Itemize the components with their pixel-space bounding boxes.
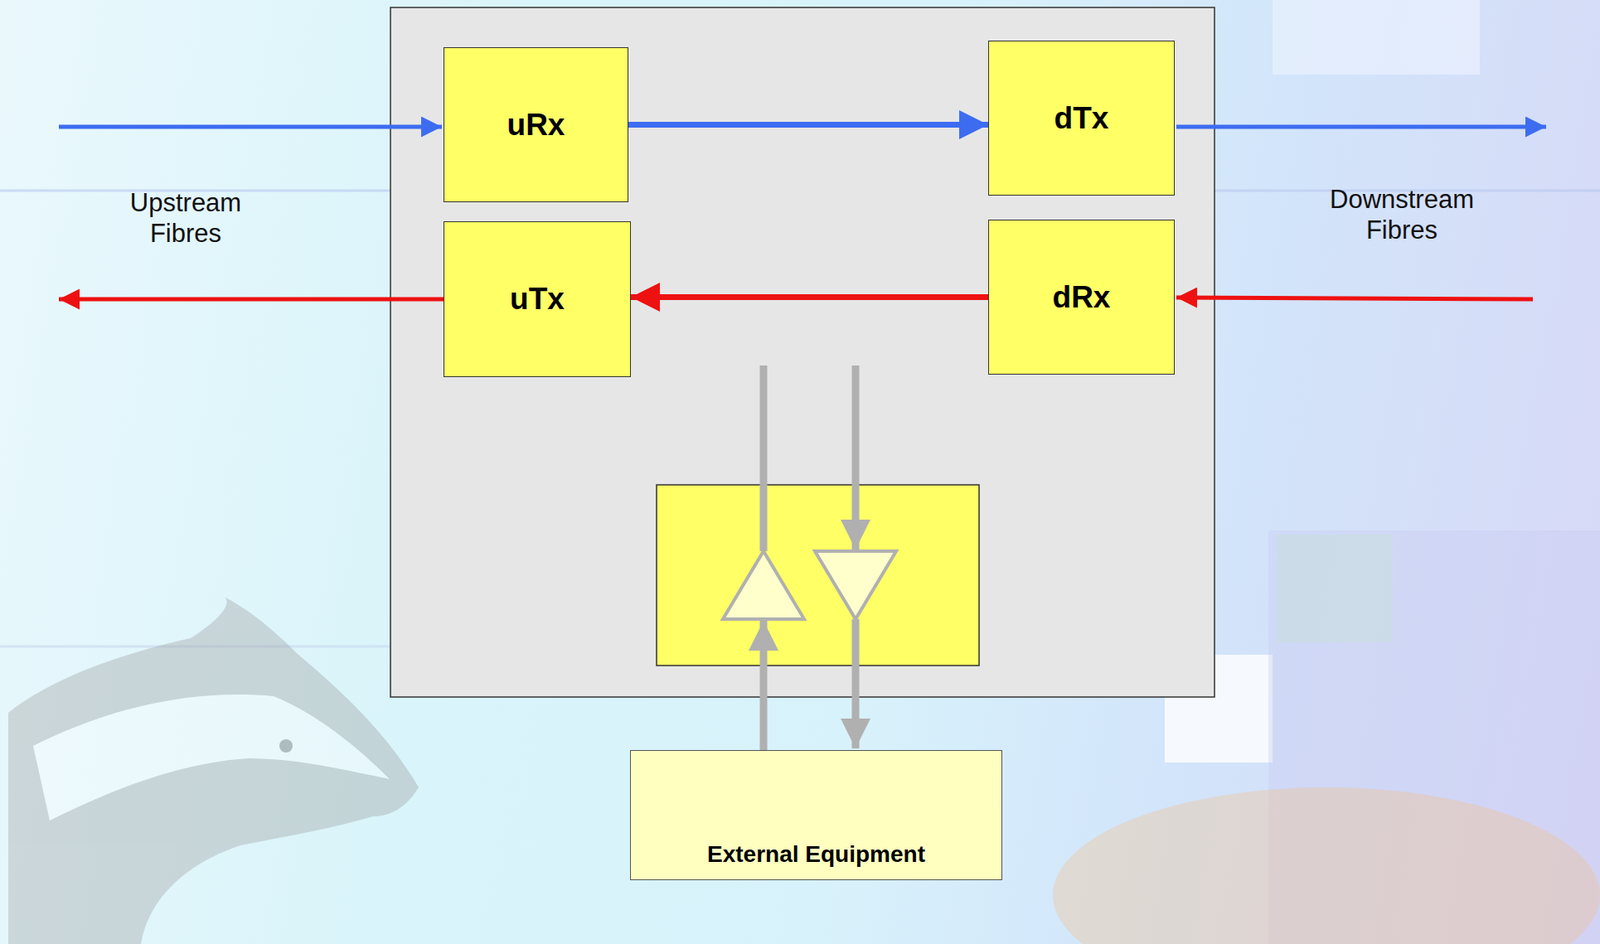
deco-map	[1052, 787, 1600, 944]
box-label: External Equipment	[707, 841, 926, 868]
fibre-label: Downstream Fibres	[1323, 184, 1481, 246]
box-label: dTx	[1054, 101, 1110, 136]
transceiver-box: uRx	[443, 47, 629, 203]
unit-housing	[390, 7, 1215, 698]
signal-line	[760, 365, 768, 552]
badger-watermark	[8, 596, 419, 944]
fibre-label: Upstream Fibres	[106, 187, 265, 249]
amplifier-symbol	[722, 551, 805, 620]
downstream-fibre-in	[1176, 297, 1533, 300]
amplifier-symbol	[814, 551, 897, 620]
transceiver-box: dRx	[988, 219, 1175, 375]
interface-box	[656, 484, 980, 666]
signal-arrow	[852, 365, 860, 550]
box-label: dRx	[1052, 280, 1111, 316]
upstream-fibre-in	[58, 125, 442, 130]
upstream-fibre-out	[58, 297, 444, 302]
signal-arrow	[852, 619, 860, 749]
transceiver-box: dTx	[988, 40, 1175, 196]
downstream-fibre-out	[1176, 125, 1547, 130]
signal-connector	[630, 294, 989, 301]
transceiver-box: uTx	[443, 221, 631, 378]
signal-connector	[628, 121, 989, 128]
deco-panel	[1272, 0, 1480, 75]
signal-arrow	[760, 620, 768, 751]
equipment-box: External Equipment	[630, 750, 1003, 881]
box-label: uTx	[509, 281, 565, 317]
box-label: uRx	[507, 107, 566, 143]
